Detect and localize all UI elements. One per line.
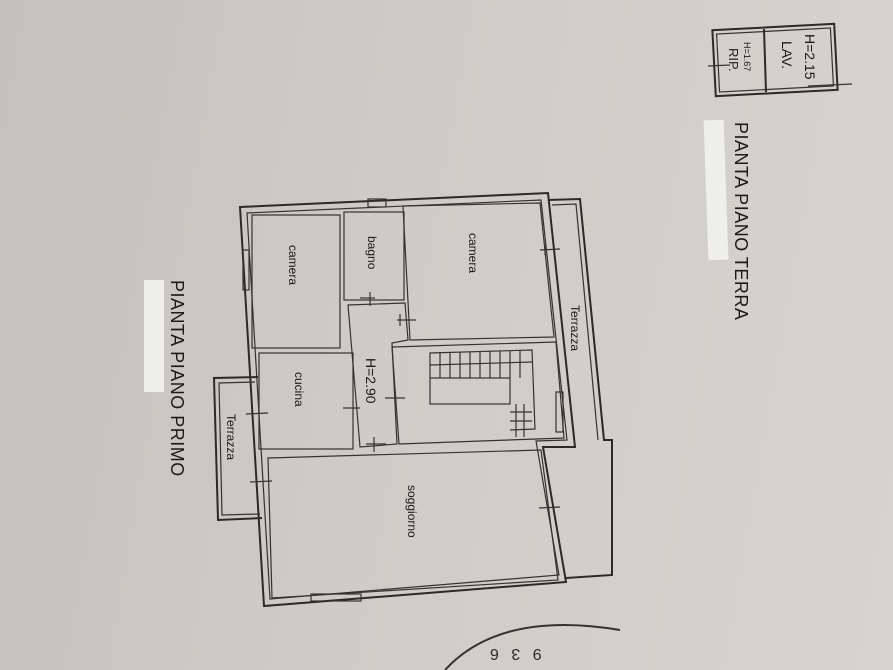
ground-floor-lav-label: LAV. [779, 41, 795, 70]
first-floor-plan [212, 191, 613, 608]
room-label-bagno: bagno [365, 236, 379, 270]
room-label-camera-right: camera [466, 233, 480, 274]
ground-floor-title: PIANTA PIANO TERRA [731, 122, 751, 321]
first-floor-title: PIANTA PIANO PRIMO [167, 280, 187, 477]
official-stamp [444, 624, 621, 670]
room-label-camera-left: camera [286, 245, 300, 286]
ground-floor-rip-label: RIP. [726, 48, 741, 72]
room-label-terrazza-left: Terrazza [224, 414, 238, 461]
corridor-height-label: H=2.90 [363, 358, 379, 404]
stamp-text: 9 3 6 [486, 645, 542, 662]
ground-floor-rip-height: H=1.67 [742, 42, 752, 72]
room-label-soggiorno: soggiorno [405, 485, 419, 538]
ground-floor-lav-height: H=2.15 [802, 34, 818, 80]
staircase [429, 349, 536, 437]
room-label-cucina: cucina [292, 372, 306, 407]
ground-floor-plan [707, 22, 853, 98]
room-label-terrazza-right: Terrazza [568, 305, 582, 352]
redacted-text [144, 280, 164, 392]
